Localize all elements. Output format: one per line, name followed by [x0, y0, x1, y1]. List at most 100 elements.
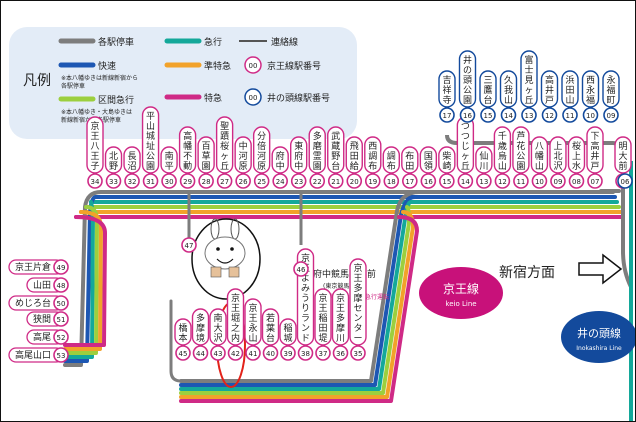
sagamihara-station-badge-39: 39 [280, 345, 296, 361]
main-station-badge-27: 27 [216, 173, 233, 189]
inokashira-station-badge-14-number: 14 [504, 112, 513, 120]
sagamihara-station-44-name: 多摩境 [196, 312, 205, 344]
main-station-07-name: 下高井戸 [590, 132, 599, 172]
main-station-badge-19: 19 [364, 173, 381, 189]
inokashira-station-badge-10-number: 10 [586, 112, 595, 120]
legend-inokashira-badge-number: 00 [249, 94, 258, 102]
inokashira-station-badge-10: 10 [582, 107, 599, 123]
main-station-34-name: 京王八王子 [90, 120, 99, 172]
inokashira-station-badge-09: 09 [603, 107, 619, 123]
main-station-badge-22-number: 22 [313, 178, 322, 186]
main-station-12: 千歳烏山 [493, 126, 512, 174]
main-station-25: 分倍河原 [252, 126, 271, 174]
main-station-badge-17-number: 17 [405, 178, 414, 186]
main-station-10: 八幡山 [530, 136, 549, 174]
main-station-badge-27-number: 27 [220, 178, 229, 186]
main-station-badge-10: 10 [531, 173, 548, 189]
inokashira-station-16-name: 井の頭公園 [463, 54, 472, 106]
main-station-23: 東府中 [290, 136, 308, 174]
main-station-22-name: 多磨霊園 [313, 130, 322, 172]
main-station-34: 京王八王子 [86, 116, 104, 174]
main-station-badge-32-number: 32 [128, 178, 137, 186]
main-station-18-name: 調布 [387, 150, 396, 172]
main-station-badge-13: 13 [476, 173, 492, 189]
main-station-badge-29: 29 [179, 173, 196, 189]
sagamihara-station-badge-45-number: 45 [179, 350, 188, 358]
main-station-badge-30-number: 30 [165, 178, 174, 186]
main-station-28: 百草園 [197, 136, 215, 174]
inokashira-station-badge-15: 15 [480, 107, 496, 123]
inokashira-logo-jp: 井の頭線 [577, 326, 621, 340]
main-station-08: 桜上水 [567, 136, 586, 174]
main-station-badge-21: 21 [327, 173, 344, 189]
main-station-27-name: 聖蹟桜ヶ丘 [220, 121, 229, 172]
main-station-09: 上北沢 [549, 136, 567, 174]
dobutsuen-badge: 47 [181, 237, 197, 253]
main-station-22: 多磨霊園 [308, 126, 326, 174]
main-station-badge-12: 12 [494, 173, 511, 189]
main-station-badge-29-number: 29 [183, 178, 192, 186]
main-station-badge-18: 18 [383, 173, 400, 189]
main-station-30-name: 南平 [165, 150, 174, 172]
main-station-badge-25: 25 [253, 173, 270, 189]
main-station-20: 飛田給 [345, 136, 363, 174]
inokashira-station-11: 浜田山 [561, 70, 579, 108]
meidaimae-inokashira-badge-number: 06 [621, 178, 630, 186]
main-station-badge-15: 15 [439, 173, 455, 189]
takao-station-badge-53: 53 [53, 347, 69, 363]
inokashira-station-09-name: 永福町 [606, 74, 615, 106]
main-station-17: 布田 [401, 146, 419, 174]
main-station-15-name: 柴崎 [442, 150, 451, 172]
sagamihara-station-35: 京王多摩センター [349, 258, 367, 346]
main-station-badge-13-number: 13 [479, 178, 488, 186]
legend-section-note-1: ※本八幡ゆき・大島ゆきは [61, 108, 132, 116]
main-station-badge-20: 20 [346, 173, 363, 189]
main-station-11: 芦花公園 [512, 126, 530, 174]
legend-semi-express-label: 準特急 [204, 60, 231, 72]
dobutsuen-badge-number: 47 [185, 242, 194, 250]
main-station-27: 聖蹟桜ヶ丘 [215, 116, 234, 174]
legend-keio-badge-number: 00 [249, 62, 258, 70]
sagamihara-station-45: 橋本 [174, 318, 192, 346]
main-station-badge-26-number: 26 [239, 178, 248, 186]
main-station-badge-28: 28 [198, 173, 214, 189]
sagamihara-station-badge-42-number: 42 [231, 350, 240, 358]
main-station-28-name: 百草園 [202, 141, 211, 172]
main-station-16: 国領 [419, 146, 438, 174]
inokashira-station-13: 富士見ヶ丘 [520, 50, 538, 108]
sagamihara-station-badge-38: 38 [297, 345, 314, 361]
main-station-32: 長沼 [123, 146, 141, 174]
main-station-badge-14: 14 [457, 173, 474, 189]
main-station-31: 平山城址公園 [141, 106, 160, 174]
takao-station-name-53: 高尾山口 [15, 349, 51, 361]
main-station-26-name: 中河原 [239, 140, 248, 172]
inokashira-station-badge-13: 13 [521, 107, 537, 123]
main-station-32-name: 長沼 [128, 151, 137, 172]
sagamihara-station-41-name: 京王永山 [248, 302, 257, 344]
sagamihara-station-43-name: 南大沢 [213, 312, 222, 344]
sagamihara-station-badge-35-number: 35 [354, 350, 363, 358]
main-station-33: 北野 [104, 146, 123, 174]
main-station-14-name: つつじヶ丘 [461, 122, 470, 172]
takao-station-badge-50-number: 50 [57, 300, 66, 308]
meidaimae-inokashira-badge: 06 [617, 173, 633, 189]
main-station-badge-34-number: 34 [91, 178, 100, 186]
main-station-badge-26: 26 [235, 173, 251, 189]
takao-station-badge-49-number: 49 [57, 264, 66, 272]
inokashira-station-badge-09-number: 09 [607, 112, 616, 120]
takao-station-badge-50: 50 [53, 295, 69, 311]
main-station-25-name: 分倍河原 [257, 131, 266, 172]
inokashira-station-15: 三鷹台 [479, 70, 497, 108]
inokashira-stations: 吉祥寺17井の頭公園16三鷹台15久我山14富士見ヶ丘13高井戸12浜田山11西… [438, 50, 633, 189]
takao-station-badge-52: 52 [53, 329, 69, 345]
inokashira-station-badge-17-number: 17 [443, 112, 452, 120]
keio-logo-en: keio Line [445, 300, 476, 308]
legend-rapid-note-2: 各駅停車 [61, 82, 85, 90]
inokashira-station-17-name: 吉祥寺 [442, 75, 451, 106]
sagamihara-station-41: 京王永山 [244, 298, 262, 346]
sagamihara-station-45-name: 橋本 [178, 322, 187, 344]
main-station-badge-31-number: 31 [146, 178, 155, 186]
takao-station-badge-51-number: 51 [57, 316, 66, 324]
main-station-badge-07: 07 [587, 173, 603, 189]
